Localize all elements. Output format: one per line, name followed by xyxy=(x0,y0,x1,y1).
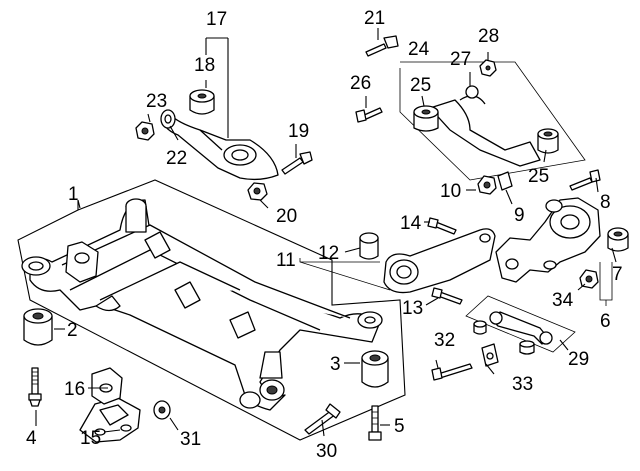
bolt-32 xyxy=(431,363,473,381)
bolt-8 xyxy=(569,169,601,191)
callout-20: 20 xyxy=(276,206,297,227)
leader-lines xyxy=(35,28,617,437)
callout-28: 28 xyxy=(478,26,499,47)
subframe-group-bracket xyxy=(17,179,406,441)
callout-13: 13 xyxy=(402,298,423,319)
callout-23: 23 xyxy=(146,91,167,112)
callout-2: 2 xyxy=(67,320,78,341)
callout-25b: 25 xyxy=(528,166,549,187)
bolt-26 xyxy=(355,107,383,123)
callout-34: 34 xyxy=(552,290,574,311)
callout-31: 31 xyxy=(180,429,201,450)
heat-shield-bracket xyxy=(79,397,141,443)
upper-control-arm-24 xyxy=(429,95,541,167)
subframe-bolt-left xyxy=(28,367,42,407)
nut-23 xyxy=(135,121,155,141)
callout-11: 11 xyxy=(276,250,296,271)
callout-25a: 25 xyxy=(410,75,431,96)
callout-33: 33 xyxy=(512,374,533,395)
bolt-14 xyxy=(427,217,457,235)
knuckle-bushing-7 xyxy=(607,227,629,252)
plate-33 xyxy=(481,343,499,367)
bushing-12 xyxy=(359,232,379,260)
bushing-18 xyxy=(189,89,215,115)
upper-arm-group-bracket xyxy=(399,61,586,181)
callout-16: 16 xyxy=(64,379,85,400)
callout-15: 15 xyxy=(80,428,101,449)
callout-29: 29 xyxy=(568,349,589,370)
callout-24: 24 xyxy=(408,39,430,60)
mount-bushing-16 xyxy=(91,367,123,405)
callout-26: 26 xyxy=(350,73,371,94)
long-bolt-30 xyxy=(304,403,341,435)
callout-1: 1 xyxy=(68,184,79,205)
callout-27: 27 xyxy=(450,49,471,70)
callout-17: 17 xyxy=(206,9,227,30)
nut-20 xyxy=(247,182,268,201)
callout-30: 30 xyxy=(316,441,337,462)
nut-10 xyxy=(477,175,497,195)
callout-7: 7 xyxy=(612,264,623,285)
bushing-25-right xyxy=(537,128,559,154)
callout-8: 8 xyxy=(600,192,611,213)
bushing-25-left xyxy=(413,105,439,132)
washer-22 xyxy=(160,109,176,129)
washer-27 xyxy=(465,85,479,99)
callout-21: 21 xyxy=(364,8,385,29)
knuckle-group-bracket xyxy=(599,262,613,306)
lower-control-arm-17 xyxy=(161,111,279,181)
callout-12: 12 xyxy=(318,243,339,264)
callout-32: 32 xyxy=(434,330,455,351)
callout-3: 3 xyxy=(330,354,341,375)
subframe-bolt-right xyxy=(368,405,382,441)
rear-knuckle xyxy=(495,197,601,283)
nut-28 xyxy=(479,59,497,77)
callout-4: 4 xyxy=(26,428,37,449)
subframe-bushing-right xyxy=(361,350,389,388)
bolt-13 xyxy=(431,287,463,305)
callout-10: 10 xyxy=(440,181,461,202)
callout-18: 18 xyxy=(194,55,215,76)
nut-34 xyxy=(579,269,599,289)
subframe-bushing-left xyxy=(23,308,53,346)
trailing-arm-11 xyxy=(383,228,496,294)
callout-22: 22 xyxy=(166,148,187,169)
callout-6: 6 xyxy=(600,311,611,332)
callout-19: 19 xyxy=(288,121,309,142)
toe-link-29 xyxy=(473,311,553,355)
bolt-21 xyxy=(365,35,399,57)
nut-31 xyxy=(153,400,171,420)
rear-subframe xyxy=(21,198,383,411)
callout-14: 14 xyxy=(400,213,422,234)
callout-5: 5 xyxy=(394,416,405,437)
trailing-arm-bracket xyxy=(299,258,391,291)
bolt-19 xyxy=(281,151,313,175)
callout-9: 9 xyxy=(514,205,525,226)
callout-labels: 1 2 3 4 5 6 7 8 9 10 11 12 13 14 15 16 1… xyxy=(26,8,623,462)
link-kit-box xyxy=(465,295,576,353)
bracket-9 xyxy=(497,171,513,191)
